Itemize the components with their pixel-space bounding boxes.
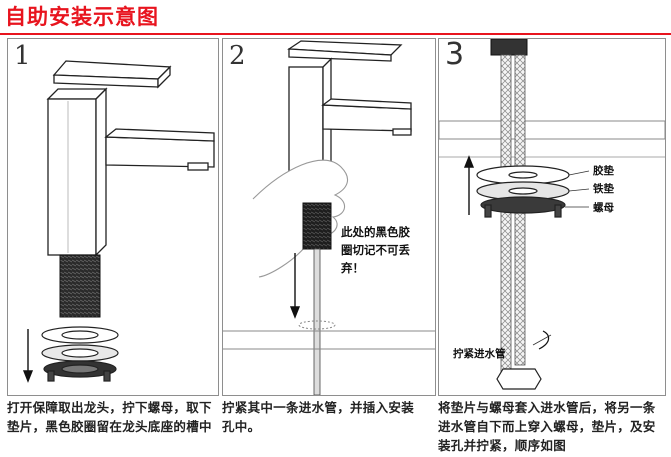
down-arrow-icon (289, 253, 301, 319)
panel-step-2: 2 此处的黑色胶圈切记不可丢弃！ (222, 38, 436, 396)
caption-step-3: 将垫片与螺母套入进水管后，将另一条进水管自下而上穿入螺母，垫片，及安装孔并拧紧，… (438, 400, 656, 453)
washer-stack (41, 326, 119, 382)
washer-stack (476, 165, 570, 218)
up-arrow-icon (463, 155, 475, 215)
label-hose: 拧紧进水管 (453, 348, 506, 360)
faucet-body (46, 87, 215, 257)
page-title: 自助安装示意图 (5, 5, 159, 29)
step-1-illustration (22, 60, 215, 383)
threaded-stem (302, 202, 332, 250)
label-iron-gasket: 铁垫 (593, 183, 614, 195)
faucet-base (490, 39, 528, 56)
threaded-stem (59, 254, 101, 318)
inlet-hose-left (500, 54, 512, 386)
title-divider (0, 33, 671, 35)
hex-nut (496, 368, 542, 390)
caption-step-1: 打开保障取出龙头，拧下螺母，取下垫片，黑色胶圈留在龙头底座的槽中 (7, 400, 212, 434)
step-2-illustration (223, 40, 435, 395)
step-number: 1 (14, 41, 31, 71)
label-rubber-gasket: 胶垫 (593, 165, 614, 177)
warning-note: 此处的黑色胶圈切记不可丢弃！ (341, 225, 410, 275)
step-number: 2 (229, 41, 246, 71)
countertop (223, 320, 435, 350)
step-number: 3 (445, 38, 465, 72)
inlet-hose (313, 248, 321, 395)
step-3-illustration (439, 39, 665, 390)
hand-illustration (252, 159, 349, 278)
caption-step-2: 拧紧其中一条进水管，并插入安装孔中。 (222, 400, 415, 434)
panel-step-3: 3 胶垫 铁垫 螺母 拧紧进水管 (438, 38, 666, 396)
panel-step-1: 1 (7, 38, 219, 396)
down-arrow-icon (22, 329, 34, 383)
rotate-arrow-icon (538, 330, 550, 350)
countertop (439, 120, 665, 158)
label-nut: 螺母 (593, 202, 614, 214)
faucet-handle (52, 60, 172, 89)
